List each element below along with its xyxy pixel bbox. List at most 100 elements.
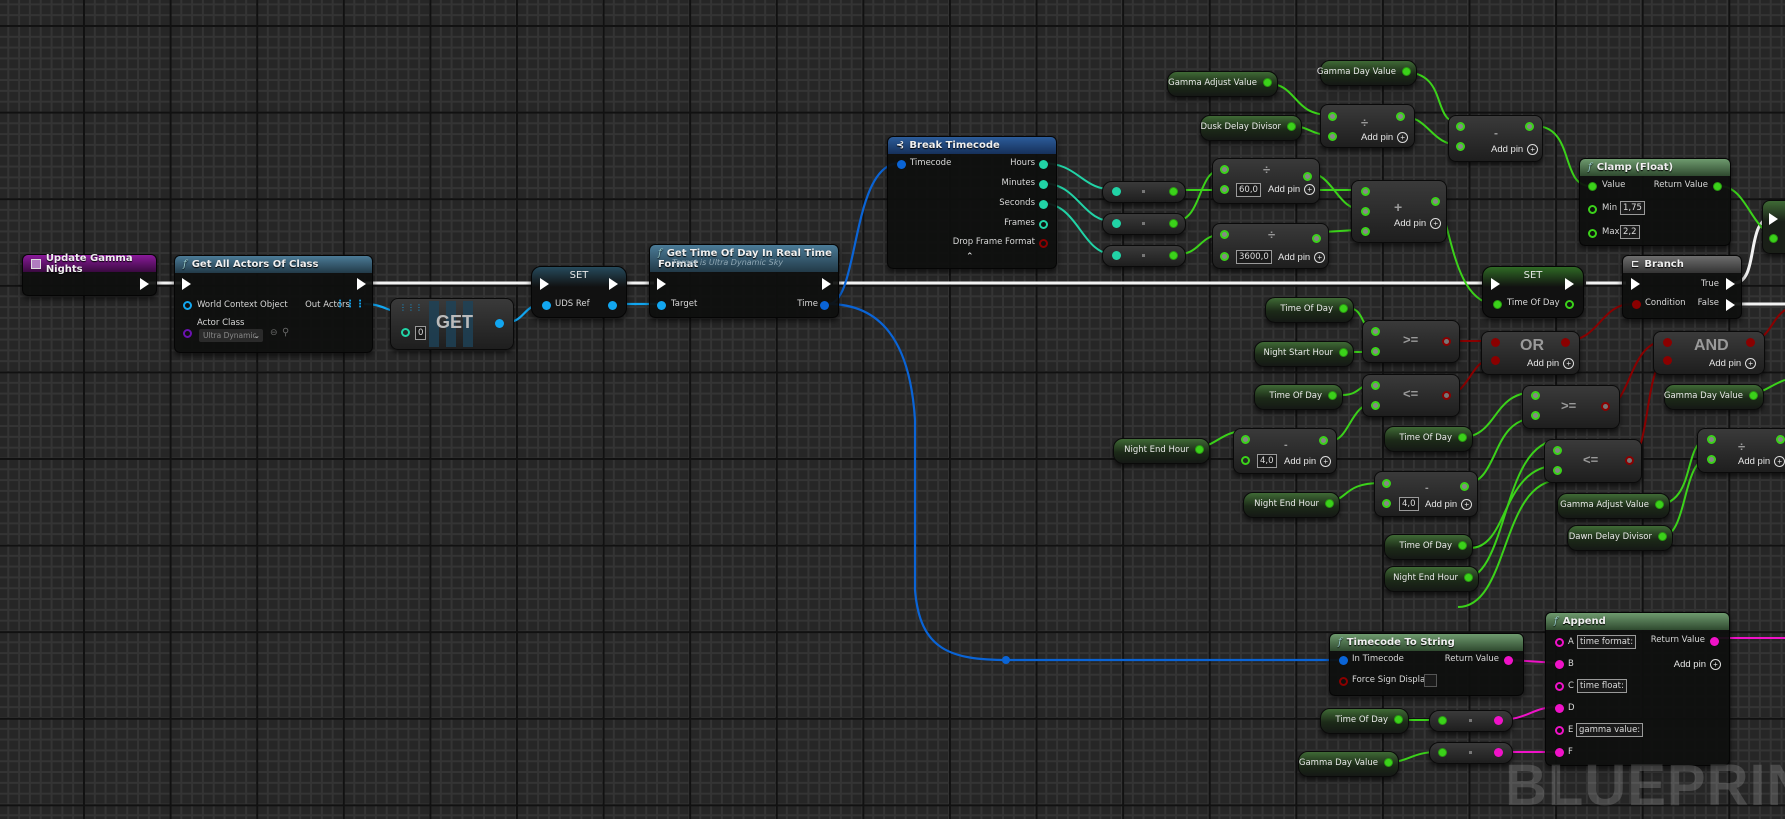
add-pin-button[interactable]: Add pin+ (1394, 218, 1442, 229)
c-input[interactable]: time float: (1577, 679, 1627, 693)
input-b-pin[interactable] (1553, 466, 1562, 475)
index-pin[interactable] (401, 328, 410, 337)
output-pin[interactable] (1394, 715, 1403, 724)
exec-in-pin[interactable] (540, 278, 549, 290)
node-set-time-of-day[interactable]: SET Time Of Day (1482, 266, 1584, 318)
input-b-pin[interactable] (1220, 252, 1229, 261)
max-input[interactable]: 2,2 (1620, 225, 1640, 239)
divisor-input[interactable]: 3600,0 (1236, 250, 1272, 264)
var-gamma-adjust-value[interactable]: Gamma Adjust Value (1167, 71, 1278, 97)
time-of-day-pin[interactable] (1493, 300, 1502, 309)
force-sign-pin[interactable] (1339, 677, 1348, 686)
b-pin[interactable] (1555, 660, 1564, 669)
input-a-pin[interactable] (1361, 187, 1370, 196)
output-pin[interactable] (1525, 122, 1534, 131)
output-pin[interactable] (1169, 187, 1178, 196)
time-pin[interactable] (820, 301, 829, 310)
hours-pin[interactable] (1039, 160, 1048, 169)
output-pin[interactable] (1195, 445, 1204, 454)
minutes-pin[interactable] (1039, 180, 1048, 189)
var-time-of-day[interactable]: Time Of Day (1265, 297, 1354, 323)
input-a-pin[interactable] (1220, 230, 1229, 239)
add-pin-button[interactable]: Add pin+ (1491, 144, 1539, 155)
output-pin[interactable] (1746, 338, 1755, 347)
exec-out-pin[interactable] (140, 278, 149, 290)
input-a-pin[interactable] (1328, 112, 1337, 121)
input-c-pin[interactable] (1361, 227, 1370, 236)
input-a-pin[interactable] (1531, 391, 1540, 400)
var-night-start-hour[interactable]: Night Start Hour (1254, 341, 1354, 367)
input-pin[interactable] (1112, 219, 1121, 228)
output-pin[interactable] (1561, 338, 1570, 347)
input-a-pin[interactable] (1371, 327, 1380, 336)
d-pin[interactable] (1555, 704, 1564, 713)
output-pin[interactable] (1464, 573, 1473, 582)
output-pin[interactable] (1312, 234, 1321, 243)
output-pin[interactable] (1776, 435, 1785, 444)
node-convert-int-float[interactable] (1102, 213, 1186, 235)
frames-pin[interactable] (1039, 220, 1048, 229)
exec-in-pin[interactable] (1769, 213, 1778, 225)
node-subtract-4[interactable]: 4,0 - Add pin+ (1233, 428, 1337, 474)
seconds-pin[interactable] (1039, 200, 1048, 209)
exec-out-pin[interactable] (1565, 278, 1574, 290)
input-a-pin[interactable] (1707, 435, 1716, 444)
var-dusk-delay-divisor[interactable]: Dusk Delay Divisor (1200, 115, 1302, 141)
var-time-of-day[interactable]: Time Of Day (1384, 534, 1473, 560)
exec-true-pin[interactable] (1726, 278, 1735, 290)
output-pin[interactable] (1442, 337, 1451, 346)
return-value-pin[interactable] (1713, 182, 1722, 191)
array-pin-icon[interactable]: ⋮⋮⋮ (399, 303, 423, 312)
node-convert-float-string[interactable] (1429, 710, 1513, 732)
input-a-pin[interactable] (1382, 479, 1391, 488)
output-pin[interactable] (1339, 348, 1348, 357)
timecode-in-pin[interactable] (897, 160, 906, 169)
node-subtract-4[interactable]: 4,0 - Add pin+ (1374, 471, 1478, 517)
divisor-input[interactable]: 60,0 (1236, 183, 1261, 197)
browse-icon[interactable]: ⊖ (270, 328, 278, 338)
var-night-end-hour[interactable]: Night End Hour (1243, 492, 1340, 518)
output-pin[interactable] (1494, 716, 1503, 725)
add-pin-button[interactable]: Add pin+ (1527, 358, 1575, 369)
var-time-of-day[interactable]: Time Of Day (1320, 708, 1409, 734)
add-pin-button[interactable]: Add pin+ (1361, 132, 1409, 143)
actor-class-dropdown[interactable]: Ultra Dynamic S ⌄ (199, 329, 263, 342)
value-pin[interactable] (1588, 182, 1597, 191)
output-pin[interactable] (1263, 78, 1272, 87)
e-pin[interactable] (1555, 726, 1564, 735)
var-gamma-day-value[interactable]: Gamma Day Value (1664, 384, 1764, 410)
uds-ref-out-pin[interactable] (608, 301, 617, 310)
input-pin[interactable] (1112, 187, 1121, 196)
var-time-of-day[interactable]: Time Of Day (1384, 426, 1473, 452)
subtrahend-input[interactable]: 4,0 (1399, 497, 1419, 511)
output-pin[interactable] (1625, 456, 1634, 465)
output-pin[interactable] (1287, 122, 1296, 131)
collapse-chevron-icon[interactable]: ⌃ (966, 252, 974, 262)
condition-pin[interactable] (1632, 300, 1641, 309)
output-pin[interactable] (1319, 436, 1328, 445)
input-a-pin[interactable] (1456, 122, 1465, 131)
exec-out-pin[interactable] (357, 278, 366, 290)
input-pin[interactable] (1438, 748, 1447, 757)
node-break-timecode[interactable]: ⊰ Break Timecode Timecode Hours Minutes … (887, 136, 1057, 269)
index-input[interactable]: 0 (415, 326, 427, 340)
input-b-pin[interactable] (1707, 455, 1716, 464)
input-b-pin[interactable] (1371, 401, 1380, 410)
output-pin[interactable] (495, 319, 504, 328)
return-value-pin[interactable] (1504, 656, 1513, 665)
input-b-pin[interactable] (1531, 411, 1540, 420)
var-gamma-day-value[interactable]: Gamma Day Value (1298, 751, 1399, 777)
node-branch[interactable]: ⊏ Branch True Condition False (1622, 255, 1742, 319)
c-pin[interactable] (1555, 682, 1564, 691)
var-night-end-hour[interactable]: Night End Hour (1384, 566, 1479, 592)
output-pin[interactable] (1431, 197, 1440, 206)
output-pin[interactable] (1601, 402, 1610, 411)
output-pin[interactable] (1339, 304, 1348, 313)
node-divide-dawn[interactable]: ÷ Add pin+ (1697, 428, 1785, 473)
input-a-pin[interactable] (1241, 435, 1250, 444)
input-b-pin[interactable] (1328, 132, 1337, 141)
output-pin[interactable] (1169, 251, 1178, 260)
node-partial-offscreen[interactable] (1762, 200, 1785, 254)
subtrahend-input[interactable]: 4,0 (1257, 454, 1277, 468)
exec-out-pin[interactable] (822, 278, 831, 290)
